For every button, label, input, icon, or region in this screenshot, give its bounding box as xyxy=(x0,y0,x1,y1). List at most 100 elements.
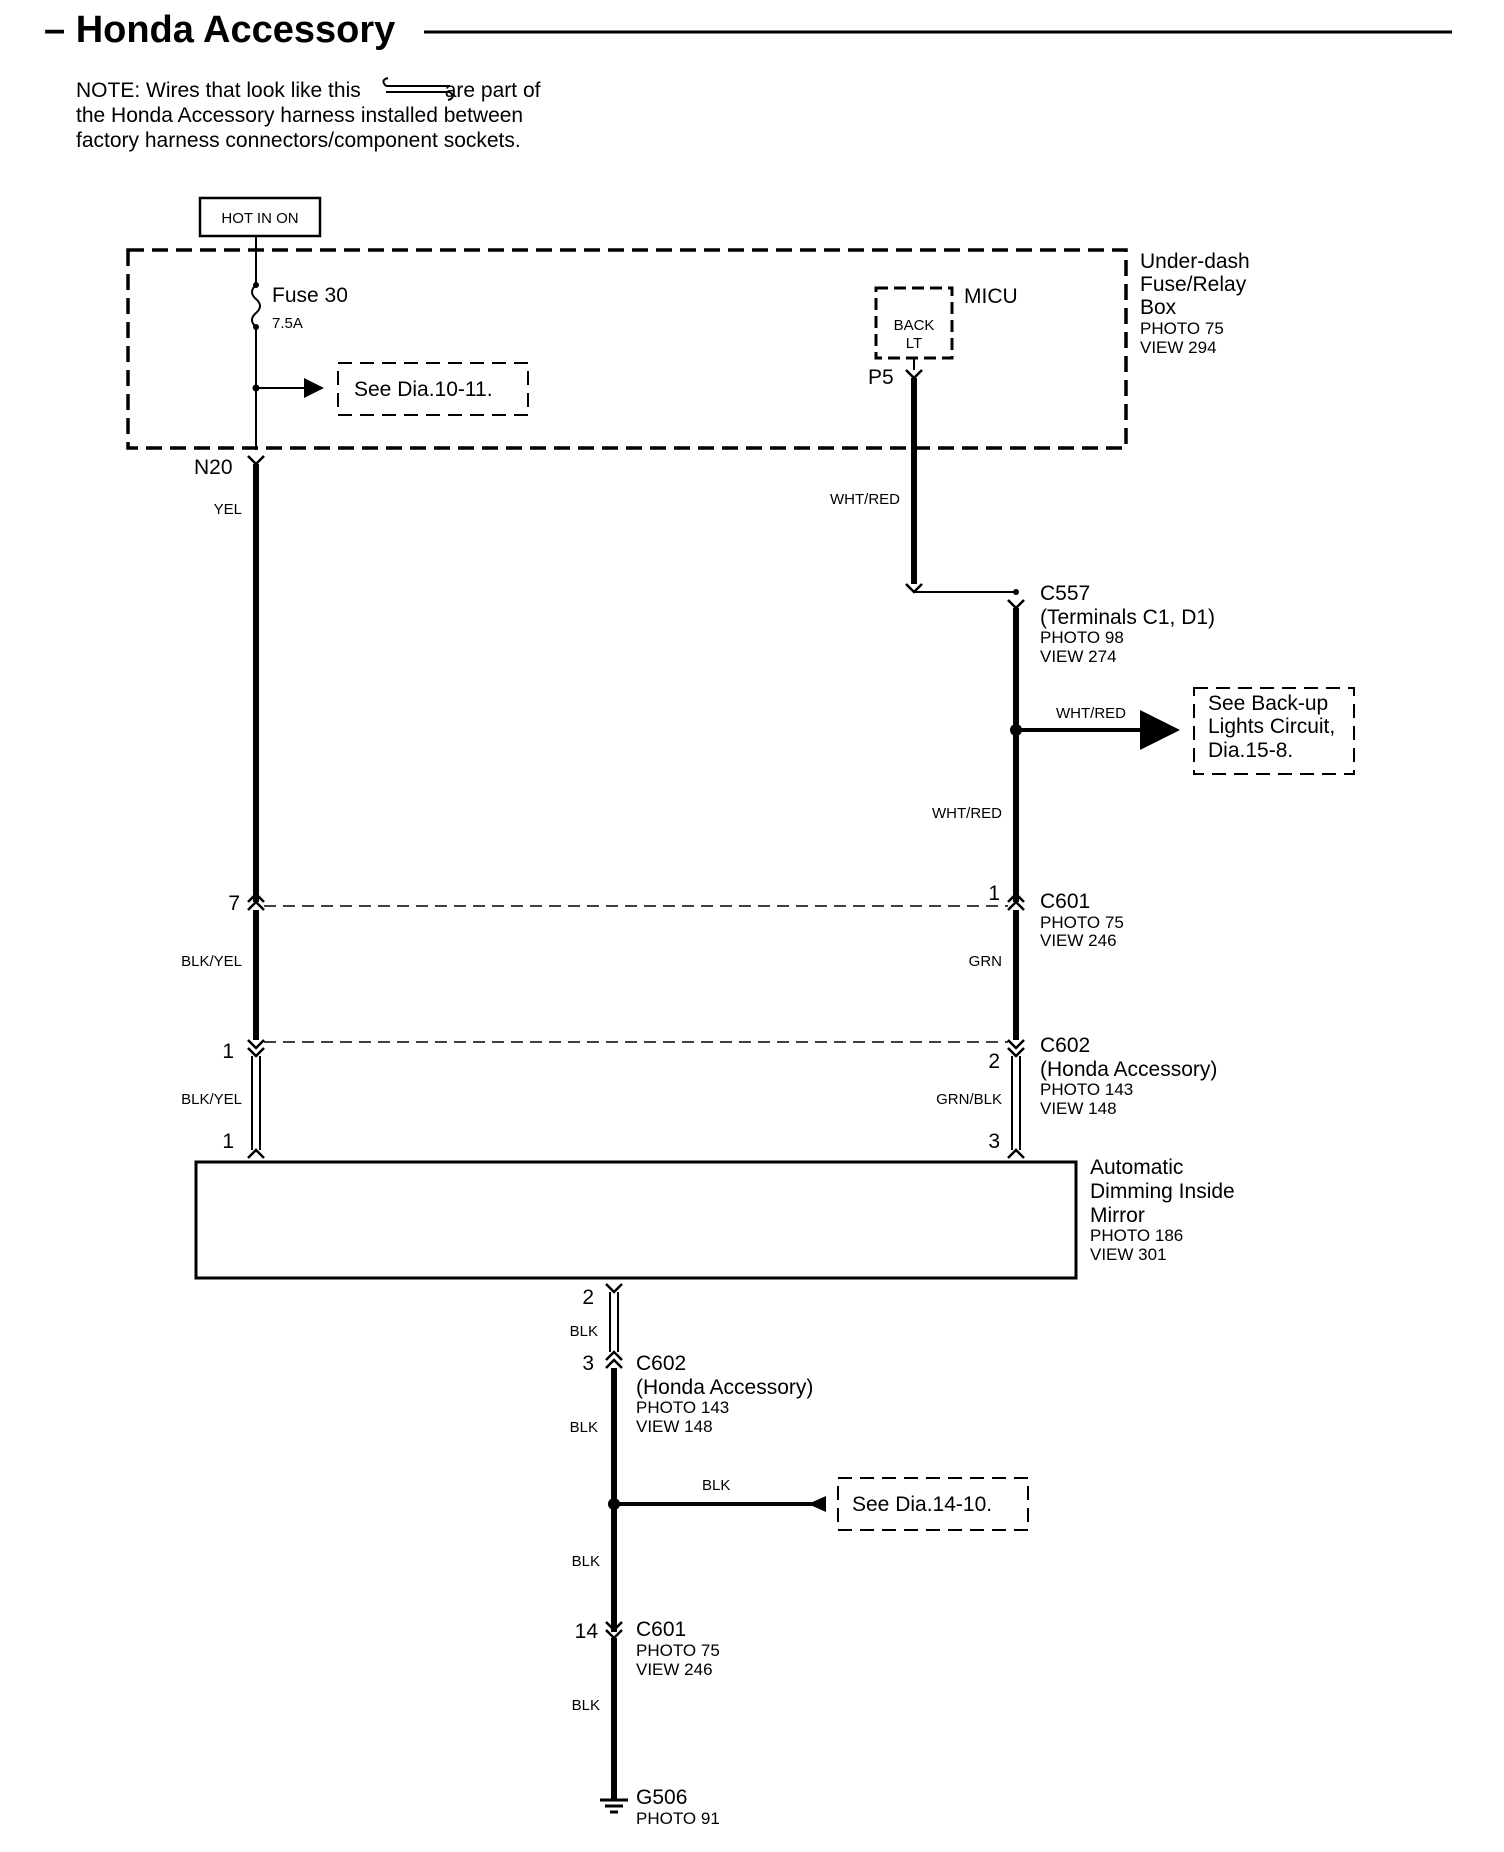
mirror-pin-right: 3 xyxy=(988,1130,1000,1153)
c602-top-photo: PHOTO 143 xyxy=(1040,1080,1133,1099)
mirror-name-1: Automatic xyxy=(1090,1156,1183,1179)
c601-top-left-pin xyxy=(247,892,265,911)
c602-bottom-view: VIEW 148 xyxy=(636,1417,713,1436)
ground-name: G506 xyxy=(636,1786,687,1809)
c557-view: VIEW 274 xyxy=(1040,647,1117,666)
c601-bottom-pin: 14 xyxy=(575,1620,599,1643)
wire-blk-label-4: BLK xyxy=(572,1553,600,1570)
c602-top-pin-left: 1 xyxy=(222,1040,234,1063)
mirror-photo: PHOTO 186 xyxy=(1090,1226,1183,1245)
note-line-3: factory harness connectors/component soc… xyxy=(76,129,521,152)
c601-bottom-photo: PHOTO 75 xyxy=(636,1641,720,1660)
ground-icon xyxy=(600,1798,628,1814)
see-dia-14-10-label: See Dia.14-10. xyxy=(852,1493,992,1516)
mirror-view: VIEW 301 xyxy=(1090,1245,1167,1264)
see-dia-10-11-label: See Dia.10-11. xyxy=(354,378,493,401)
c557-sub: (Terminals C1, D1) xyxy=(1040,606,1215,629)
c601-bottom-name: C601 xyxy=(636,1618,686,1641)
n20-label: N20 xyxy=(194,456,233,479)
page-title: – Honda Accessory xyxy=(44,9,395,51)
wire-blk-label-2: BLK xyxy=(570,1419,598,1436)
back-lt-label-2: LT xyxy=(906,335,922,352)
c602-top-sub: (Honda Accessory) xyxy=(1040,1058,1217,1081)
mirror-pin-left-arrow xyxy=(247,1148,265,1159)
wire-wht-red-label-2: WHT/RED xyxy=(1056,705,1126,722)
mirror-pin-bottom: 2 xyxy=(582,1286,594,1309)
backup-ref-1: See Back-up xyxy=(1208,692,1328,715)
harness-wire-bottom xyxy=(609,1292,619,1352)
c601-top-right-pin xyxy=(1007,892,1025,911)
wire-grn-blk-label: GRN/BLK xyxy=(936,1091,1002,1108)
c602-top-left-pin xyxy=(247,1039,265,1058)
p5-label: P5 xyxy=(868,366,894,389)
arrow-see-14-10 xyxy=(808,1496,826,1512)
c602-bottom-connector xyxy=(605,1350,623,1369)
fusebox-name-2: Fuse/Relay xyxy=(1140,273,1247,296)
c601-top-photo: PHOTO 75 xyxy=(1040,913,1124,932)
wire-blk-label-1: BLK xyxy=(570,1323,598,1340)
harness-wire-right xyxy=(1011,1056,1021,1150)
c557-jumper-end xyxy=(1013,589,1019,595)
backup-ref-2: Lights Circuit, xyxy=(1208,715,1335,738)
mirror-name-2: Dimming Inside xyxy=(1090,1180,1235,1203)
note-line-2: the Honda Accessory harness installed be… xyxy=(76,104,524,127)
c602-bottom-pin: 3 xyxy=(582,1352,594,1375)
c602-top-name: C602 xyxy=(1040,1034,1090,1057)
harness-wire-left xyxy=(251,1056,261,1150)
c602-bottom-photo: PHOTO 143 xyxy=(636,1398,729,1417)
ground-photo: PHOTO 91 xyxy=(636,1809,720,1828)
wire-wht-red-label-3: WHT/RED xyxy=(932,805,1002,822)
c601-top-view: VIEW 246 xyxy=(1040,931,1117,950)
mirror-name-3: Mirror xyxy=(1090,1204,1145,1227)
wire-grn-label: GRN xyxy=(969,953,1002,970)
c602-bottom-sub: (Honda Accessory) xyxy=(636,1376,813,1399)
harness-wire-icon xyxy=(382,77,454,101)
see-dia-14-10-box xyxy=(837,1477,1029,1531)
backup-ref-3: Dia.15-8. xyxy=(1208,739,1293,762)
back-lt-label-1: BACK xyxy=(894,317,935,334)
wire-wht-red-label-1: WHT/RED xyxy=(830,491,900,508)
mirror-box xyxy=(194,1160,1078,1280)
fusebox-view: VIEW 294 xyxy=(1140,338,1217,357)
wire-blk-label-5: BLK xyxy=(572,1697,600,1714)
c557-pin-left xyxy=(905,583,923,594)
c557-name: C557 xyxy=(1040,582,1090,605)
see-dia-10-11-box xyxy=(337,362,529,416)
fuse-end-top xyxy=(253,282,259,288)
note-line-1: NOTE: Wires that look like this are part … xyxy=(76,78,540,103)
c557-connector xyxy=(1007,599,1025,610)
c601-top-name: C601 xyxy=(1040,890,1090,913)
c602-top-view: VIEW 148 xyxy=(1040,1099,1117,1118)
wire-yel-label: YEL xyxy=(214,501,242,518)
c602-top-right-pin xyxy=(1007,1039,1025,1058)
note-text: NOTE: Wires that look like this are part … xyxy=(76,78,540,153)
micu-label: MICU xyxy=(964,285,1018,308)
mirror-pin-left: 1 xyxy=(222,1130,234,1153)
c602-top-pin-right: 2 xyxy=(988,1050,1000,1073)
wire-blk-yel-label-2: BLK/YEL xyxy=(181,1091,242,1108)
hot-in-on-label: HOT IN ON xyxy=(221,210,298,227)
fusebox-name-1: Under-dash xyxy=(1140,250,1250,273)
c602-bottom-name: C602 xyxy=(636,1352,686,1375)
fusebox-photo: PHOTO 75 xyxy=(1140,319,1224,338)
c601-top-pin-right: 1 xyxy=(988,882,1000,905)
fuse-relay-box xyxy=(126,248,1128,450)
see-backup-lights-box xyxy=(1193,687,1355,775)
p5-connector xyxy=(905,369,923,380)
c601-top-pin-left: 7 xyxy=(228,892,240,915)
fuse-symbol xyxy=(251,284,261,328)
note-line-1b: are part of xyxy=(444,79,541,102)
n20-connector xyxy=(247,455,265,466)
c557-photo: PHOTO 98 xyxy=(1040,628,1124,647)
fuse-name: Fuse 30 xyxy=(272,284,348,307)
mirror-pin-right-arrow xyxy=(1007,1148,1025,1159)
wire-blk-yel-label-1: BLK/YEL xyxy=(181,953,242,970)
fuse-rating: 7.5A xyxy=(272,315,303,332)
fusebox-name-3: Box xyxy=(1140,296,1177,319)
note-line-1a: NOTE: Wires that look like this xyxy=(76,79,361,102)
c601-bottom-view: VIEW 246 xyxy=(636,1660,713,1679)
mirror-pin-bottom-connector xyxy=(605,1283,623,1294)
hot-in-on-box xyxy=(198,196,322,238)
wire-blk-label-3: BLK xyxy=(702,1477,730,1494)
